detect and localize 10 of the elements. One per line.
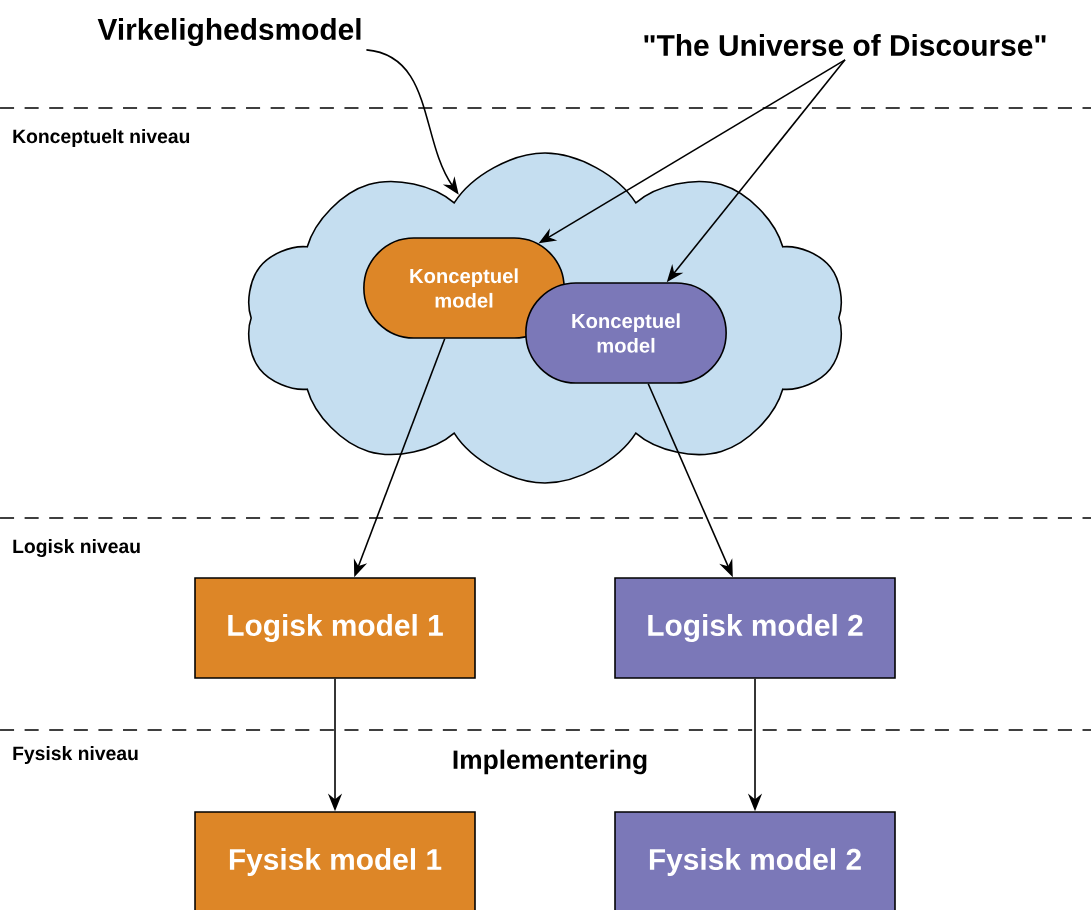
level-label: Logisk niveau	[13, 538, 140, 558]
model-box: Logisk model 1	[194, 577, 476, 679]
callout-text: Virkelighedsmodel	[97, 18, 361, 46]
annotation-text: Implementering	[453, 749, 647, 775]
model-box: Fysisk model 1	[194, 811, 476, 910]
callout-text: "The Universe of Discourse"	[644, 34, 1046, 56]
level-label: Konceptuelt niveau	[13, 129, 190, 147]
level-label: Fysisk niveau	[13, 746, 138, 764]
model-box: Logisk model 2	[614, 577, 896, 679]
model-box: Fysisk model 2	[614, 811, 896, 910]
